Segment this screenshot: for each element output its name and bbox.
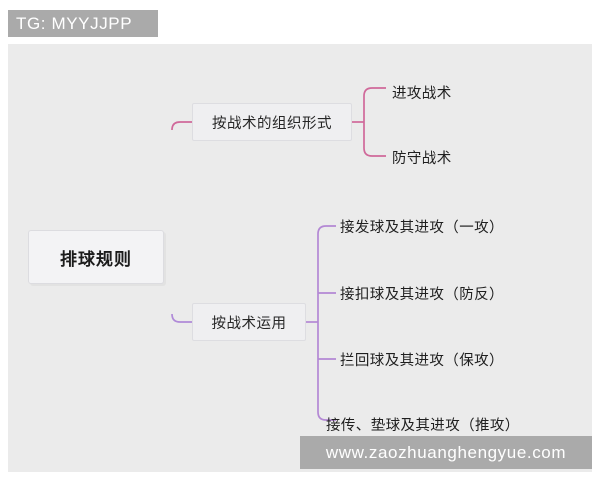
mindmap-leaf-node[interactable]: 接发球及其进攻（一攻） bbox=[340, 215, 504, 237]
mindmap-root-node[interactable]: 排球规则 bbox=[28, 230, 164, 284]
mindmap-branch-label-1: 按战术的组织形式 bbox=[212, 115, 332, 132]
watermark-bottom-right: www.zaozhuanghengyue.com bbox=[300, 436, 592, 469]
mindmap-leaf-label: 防守战术 bbox=[392, 150, 452, 167]
watermark-top-left-text: TG: MYYJJPP bbox=[16, 13, 133, 33]
mindmap-leaf-node[interactable]: 接传、垫球及其进攻（推攻） bbox=[326, 413, 520, 435]
mindmap-leaf-node[interactable]: 进攻战术 bbox=[392, 81, 452, 103]
mindmap-leaf-node[interactable]: 拦回球及其进攻（保攻） bbox=[340, 348, 504, 370]
mindmap-root-label: 排球规则 bbox=[60, 249, 132, 269]
watermark-bottom-right-text: www.zaozhuanghengyue.com bbox=[325, 442, 567, 462]
mindmap-leaf-label: 进攻战术 bbox=[392, 85, 452, 102]
mindmap-leaf-label: 拦回球及其进攻（保攻） bbox=[340, 352, 504, 369]
mindmap-leaf-label: 接发球及其进攻（一攻） bbox=[340, 219, 504, 236]
watermark-top-left: TG: MYYJJPP bbox=[8, 10, 158, 37]
mindmap-branch-label-2: 按战术运用 bbox=[211, 315, 287, 332]
mindmap-leaf-node[interactable]: 防守战术 bbox=[392, 146, 452, 168]
mindmap-leaf-node[interactable]: 接扣球及其进攻（防反） bbox=[340, 282, 504, 304]
mindmap-branch-node-1[interactable]: 按战术的组织形式 bbox=[192, 103, 352, 141]
mindmap-branch-node-2[interactable]: 按战术运用 bbox=[192, 303, 306, 341]
mindmap-leaf-label: 接传、垫球及其进攻（推攻） bbox=[326, 417, 520, 434]
mindmap-leaf-label: 接扣球及其进攻（防反） bbox=[340, 286, 504, 303]
